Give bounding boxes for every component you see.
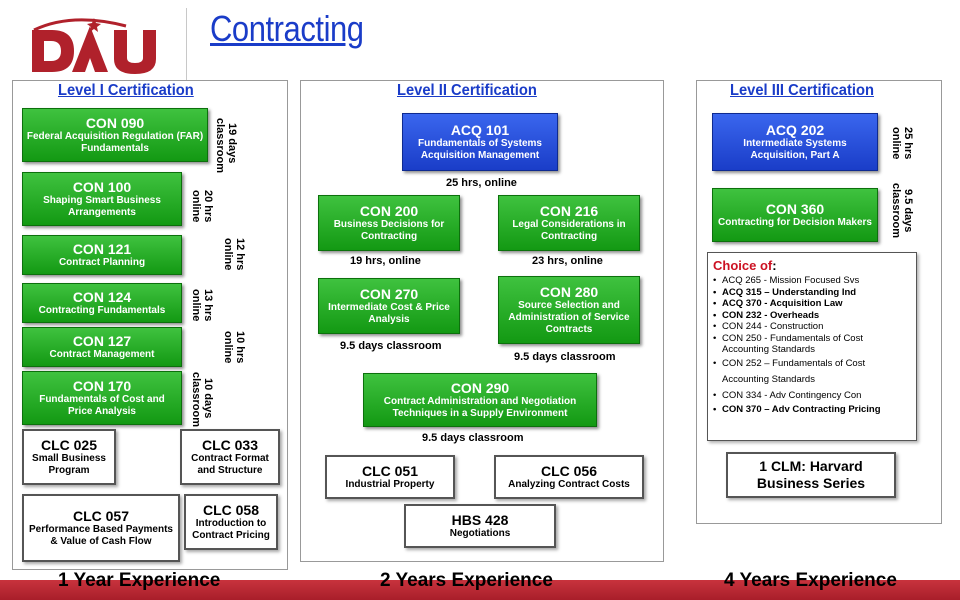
acq-101-duration: 25 hrs, online bbox=[446, 177, 517, 189]
course-con-270[interactable]: CON 270 Intermediate Cost & Price Analys… bbox=[318, 278, 460, 334]
elective-clc-025[interactable]: CLC 025 Small Business Program bbox=[22, 429, 116, 485]
con-216-duration: 23 hrs, online bbox=[532, 255, 603, 267]
course-acq-101[interactable]: ACQ 101 Fundamentals of Systems Acquisit… bbox=[402, 113, 558, 171]
con-170-duration: 10 days classroom bbox=[190, 372, 214, 428]
elective-hbs-428[interactable]: HBS 428 Negotiations bbox=[404, 504, 556, 548]
choice-item[interactable]: ACQ 265 - Mission Focused Svs bbox=[713, 275, 911, 287]
choice-item[interactable]: CON 370 – Adv Contracting Pricing bbox=[713, 404, 911, 416]
course-con-200[interactable]: CON 200 Business Decisions for Contracti… bbox=[318, 195, 460, 251]
page-title[interactable]: Contracting bbox=[210, 8, 364, 49]
choice-item[interactable]: ACQ 315 – Understanding Ind bbox=[713, 287, 911, 299]
course-con-124[interactable]: CON 124 Contracting Fundamentals bbox=[22, 283, 182, 323]
choice-item[interactable]: ACQ 370 - Acquisition Law bbox=[713, 298, 911, 310]
elective-clc-051[interactable]: CLC 051 Industrial Property bbox=[325, 455, 455, 499]
elective-clc-033[interactable]: CLC 033 Contract Format and Structure bbox=[180, 429, 280, 485]
con-100-duration: 20 hrs online bbox=[190, 189, 214, 223]
level1-heading: Level I Certification bbox=[58, 82, 194, 99]
choice-item[interactable]: CON 252 – Fundamentals of Cost Accountin… bbox=[713, 356, 911, 388]
level2-heading: Level II Certification bbox=[397, 82, 537, 99]
course-acq-202[interactable]: ACQ 202 Intermediate Systems Acquisition… bbox=[712, 113, 878, 171]
choice-item[interactable]: CON 250 - Fundamentals of Cost Accountin… bbox=[713, 333, 911, 356]
bottom-bar bbox=[0, 580, 960, 600]
choice-of-list: Choice of: ACQ 265 - Mission Focused Svs… bbox=[707, 252, 917, 441]
con-290-duration: 9.5 days classroom bbox=[422, 432, 524, 444]
header-separator bbox=[186, 8, 187, 82]
level3-heading: Level III Certification bbox=[730, 82, 874, 99]
course-con-170[interactable]: CON 170 Fundamentals of Cost and Price A… bbox=[22, 371, 182, 425]
choice-item[interactable]: CON 334 - Adv Contingency Con bbox=[713, 390, 911, 402]
con-270-duration: 9.5 days classroom bbox=[340, 340, 442, 352]
con-090-duration: 19 days classroom bbox=[214, 118, 238, 174]
con-280-duration: 9.5 days classroom bbox=[514, 351, 616, 363]
level1-experience: 1 Year Experience bbox=[58, 570, 221, 591]
course-con-100[interactable]: CON 100 Shaping Smart Business Arrangeme… bbox=[22, 172, 182, 226]
choice-title: Choice of: bbox=[713, 258, 777, 273]
course-con-127[interactable]: CON 127 Contract Management bbox=[22, 327, 182, 367]
course-con-290[interactable]: CON 290 Contract Administration and Nego… bbox=[363, 373, 597, 427]
course-con-121[interactable]: CON 121 Contract Planning bbox=[22, 235, 182, 275]
con-360-duration: 9.5 days classroom bbox=[890, 183, 914, 239]
dau-logo bbox=[32, 18, 156, 74]
con-121-duration: 12 hrs online bbox=[222, 237, 246, 271]
elective-clc-057[interactable]: CLC 057 Performance Based Payments & Val… bbox=[22, 494, 180, 562]
con-200-duration: 19 hrs, online bbox=[350, 255, 421, 267]
level3-experience: 4 Years Experience bbox=[724, 570, 897, 591]
acq-202-duration: 25 hrs online bbox=[890, 126, 914, 160]
con-127-duration: 10 hrs online bbox=[222, 330, 246, 364]
choice-item[interactable]: CON 244 - Construction bbox=[713, 321, 911, 333]
con-124-duration: 13 hrs online bbox=[190, 288, 214, 322]
elective-clc-058[interactable]: CLC 058 Introduction to Contract Pricing bbox=[184, 494, 278, 550]
course-con-090[interactable]: CON 090 Federal Acquisition Regulation (… bbox=[22, 108, 208, 162]
course-con-360[interactable]: CON 360 Contracting for Decision Makers bbox=[712, 188, 878, 242]
choice-item[interactable]: CON 232 - Overheads bbox=[713, 310, 911, 322]
clm-harvard-box[interactable]: 1 CLM: Harvard Business Series bbox=[726, 452, 896, 498]
course-con-216[interactable]: CON 216 Legal Considerations in Contract… bbox=[498, 195, 640, 251]
choice-items: ACQ 265 - Mission Focused Svs ACQ 315 – … bbox=[713, 275, 911, 416]
course-con-280[interactable]: CON 280 Source Selection and Administrat… bbox=[498, 276, 640, 344]
elective-clc-056[interactable]: CLC 056 Analyzing Contract Costs bbox=[494, 455, 644, 499]
level2-experience: 2 Years Experience bbox=[380, 570, 553, 591]
